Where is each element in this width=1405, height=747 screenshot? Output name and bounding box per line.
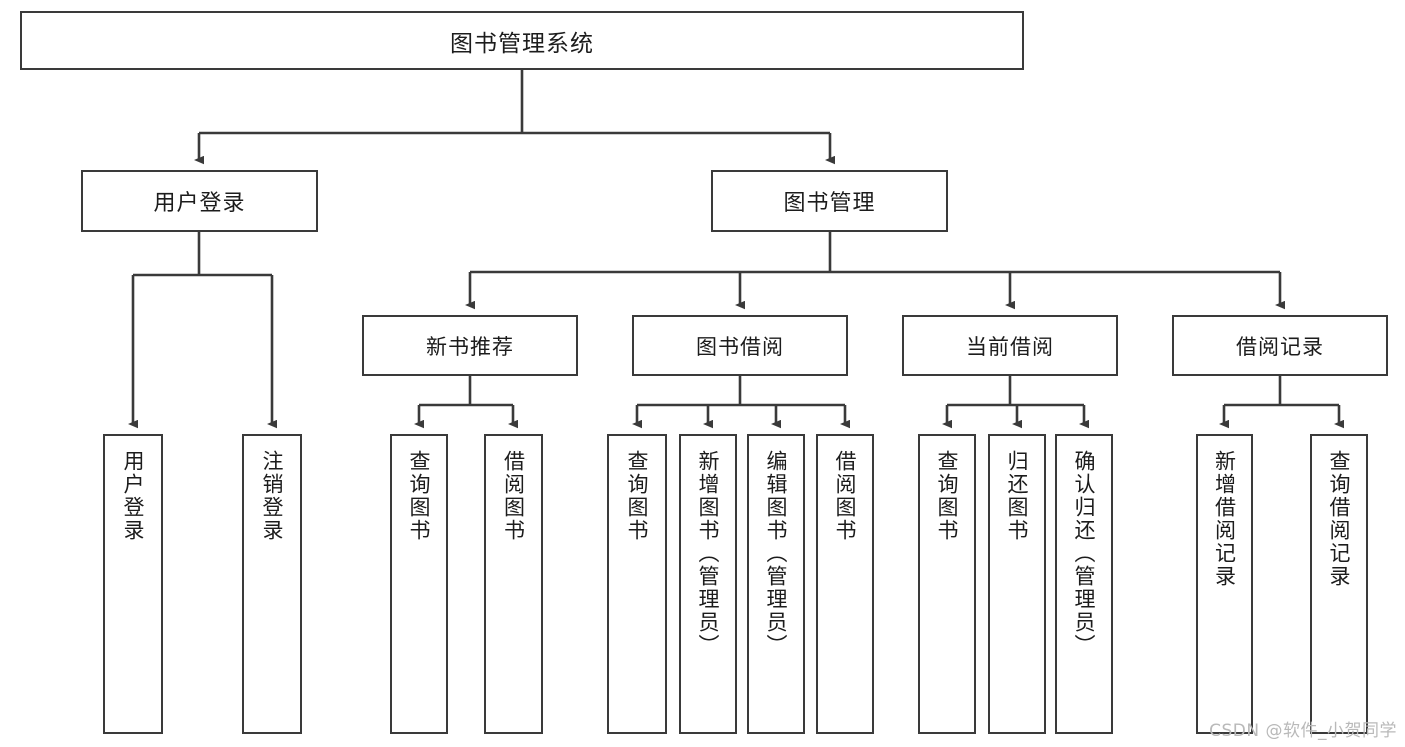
leaf-query-borrow-record[interactable]: 查询借阅记录 — [1310, 434, 1368, 734]
leaf-return-book-label: 归还图书 — [1005, 450, 1030, 542]
watermark-text: CSDN @软件_小贺同学 — [1209, 721, 1397, 741]
leaf-logout[interactable]: 注销登录 — [242, 434, 302, 734]
leaf-borrow-book-recommend[interactable]: 借阅图书 — [484, 434, 543, 734]
leaf-confirm-return-admin[interactable]: 确认归还（管理员） — [1055, 434, 1113, 734]
node-current-borrow-label: 当前借阅 — [966, 334, 1054, 359]
leaf-query-borrow-record-label: 查询借阅记录 — [1327, 450, 1352, 588]
leaf-query-book-recommend-label: 查询图书 — [407, 450, 432, 542]
leaf-edit-book-admin-label: 编辑图书（管理员） — [764, 450, 789, 657]
leaf-query-book-borrow-label: 查询图书 — [625, 450, 650, 542]
node-current-borrow[interactable]: 当前借阅 — [902, 315, 1118, 376]
leaf-logout-label: 注销登录 — [260, 450, 285, 542]
leaf-add-book-admin-label: 新增图书（管理员） — [696, 450, 721, 657]
node-book-borrow[interactable]: 图书借阅 — [632, 315, 848, 376]
leaf-edit-book-admin[interactable]: 编辑图书（管理员） — [747, 434, 805, 734]
leaf-query-book-recommend[interactable]: 查询图书 — [390, 434, 448, 734]
node-root[interactable]: 图书管理系统 — [20, 11, 1024, 70]
node-borrow-records[interactable]: 借阅记录 — [1172, 315, 1388, 376]
node-book-management[interactable]: 图书管理 — [711, 170, 948, 232]
node-borrow-records-label: 借阅记录 — [1236, 334, 1324, 359]
leaf-user-login[interactable]: 用户登录 — [103, 434, 163, 734]
node-user-login[interactable]: 用户登录 — [81, 170, 318, 232]
node-book-borrow-label: 图书借阅 — [696, 334, 784, 359]
leaf-return-book[interactable]: 归还图书 — [988, 434, 1046, 734]
node-root-label: 图书管理系统 — [450, 30, 594, 57]
leaf-add-borrow-record[interactable]: 新增借阅记录 — [1196, 434, 1253, 734]
leaf-borrow-book-label: 借阅图书 — [833, 450, 858, 542]
node-new-book-recommend-label: 新书推荐 — [426, 334, 514, 359]
leaf-confirm-return-admin-label: 确认归还（管理员） — [1072, 450, 1097, 657]
node-book-management-label: 图书管理 — [783, 191, 876, 216]
leaf-user-login-label: 用户登录 — [121, 450, 146, 542]
node-new-book-recommend[interactable]: 新书推荐 — [362, 315, 578, 376]
leaf-query-book-borrow[interactable]: 查询图书 — [607, 434, 667, 734]
leaf-query-book-current-label: 查询图书 — [935, 450, 960, 542]
node-user-login-label: 用户登录 — [153, 191, 246, 216]
leaf-borrow-book-recommend-label: 借阅图书 — [501, 450, 526, 542]
leaf-add-book-admin[interactable]: 新增图书（管理员） — [679, 434, 737, 734]
leaf-borrow-book[interactable]: 借阅图书 — [816, 434, 874, 734]
leaf-query-book-current[interactable]: 查询图书 — [918, 434, 976, 734]
leaf-add-borrow-record-label: 新增借阅记录 — [1212, 450, 1237, 588]
